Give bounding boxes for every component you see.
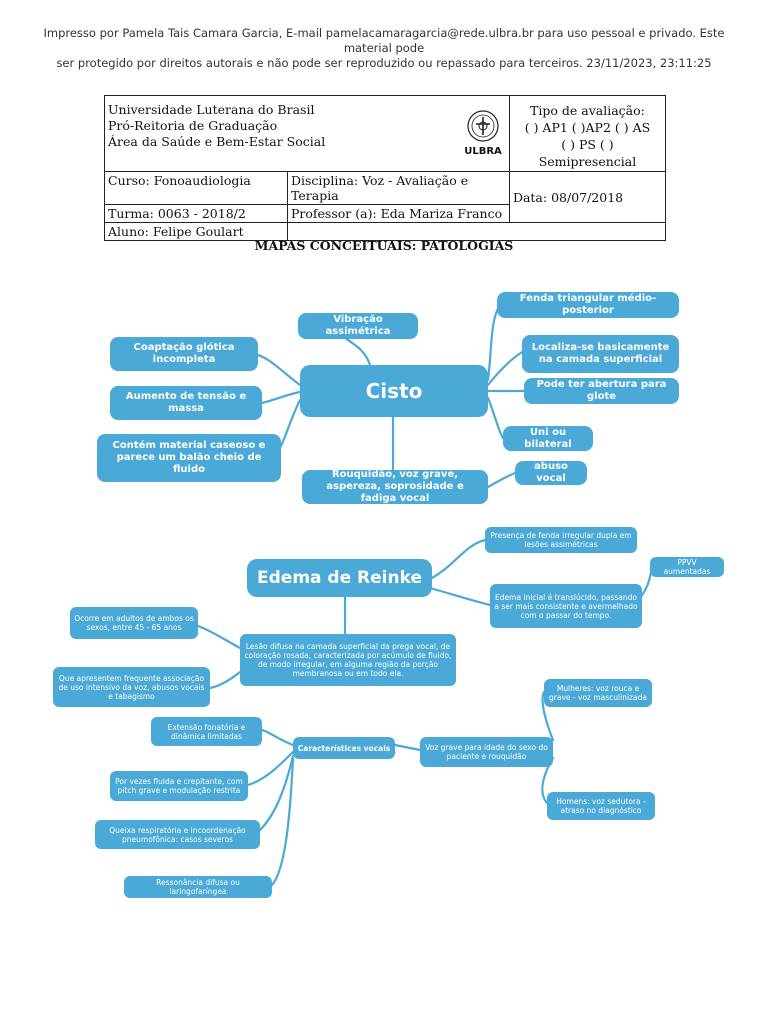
edema-central-node: Edema de Reinke <box>247 559 432 597</box>
notice-line-1: Impresso por Pamela Tais Camara Garcia, … <box>43 26 725 55</box>
evaluation-options-2: ( ) PS ( ) Semipresencial <box>538 137 637 169</box>
discipline-cell: Disciplina: Voz - Avaliação e Terapia <box>287 171 510 205</box>
edema-fenda-dupla-node: Presença de fenda irregular dupla em les… <box>485 527 637 553</box>
edema-ressonancia-node: Ressonância difusa ou laringofaríngea <box>124 876 272 898</box>
course-cell: Curso: Fonoaudiologia <box>104 171 288 205</box>
date-cell: Data: 08/07/2018 <box>508 171 667 223</box>
edema-queixa-node: Queixa respiratória e incoordenação pneu… <box>95 820 260 849</box>
empty-cell <box>287 222 666 241</box>
cisto-fenda-node: Fenda triangular médio-posterior <box>497 292 679 318</box>
university-name: Universidade Luterana do Brasil <box>108 102 315 117</box>
cisto-tensao-node: Aumento de tensão e massa <box>110 386 262 420</box>
prorectory-name: Pró-Reitoria de Graduação <box>108 118 278 133</box>
copyright-notice: Impresso por Pamela Tais Camara Garcia, … <box>20 26 748 71</box>
edema-homens-node: Homens: voz sedutora - atraso no diagnós… <box>547 792 655 820</box>
evaluation-options-1: ( ) AP1 ( )AP2 ( ) AS <box>524 120 651 135</box>
area-name: Área da Saúde e Bem-Estar Social <box>108 134 326 149</box>
evaluation-title: Tipo de avaliação: <box>530 103 645 118</box>
class-cell: Turma: 0063 - 2018/2 <box>104 204 288 223</box>
edema-inicial-node: Edema inicial é translúcido, passando a … <box>490 584 642 628</box>
cisto-localiza-node: Localiza-se basicamente na camada superf… <box>522 335 679 373</box>
logo-cell: ULBRA <box>456 95 510 172</box>
edema-mulheres-node: Mulheres: voz rouca e grave - voz mascul… <box>544 679 652 707</box>
edema-extensao-node: Extensão fonatória e dinâmica limitadas <box>151 717 262 746</box>
cisto-abuso-node: abuso vocal <box>515 461 587 485</box>
edema-adultos-node: Ocorre em adultos de ambos os sexos, ent… <box>70 607 198 639</box>
document-title: MAPAS CONCEITUAIS: PATOLOGIAS <box>254 238 514 253</box>
evaluation-type-cell: Tipo de avaliação: ( ) AP1 ( )AP2 ( ) AS… <box>508 95 667 172</box>
cisto-vibracao-node: Vibração assimétrica <box>298 313 418 339</box>
cisto-caseoso-node: Contém material caseoso e parece um balã… <box>97 434 281 482</box>
edema-caracteristicas-node: Características vocais <box>293 737 395 759</box>
cisto-rouquidao-node: Rouquidão, voz grave, aspereza, soprosid… <box>302 469 488 504</box>
cisto-uni-node: Uni ou bilateral <box>503 426 593 451</box>
logo-text: ULBRA <box>464 146 502 156</box>
cisto-coaptacao-node: Coaptação glótica incompleta <box>110 337 258 371</box>
cisto-abertura-node: Pode ter abertura para glote <box>524 378 679 404</box>
cisto-central-node: Cisto <box>300 365 488 417</box>
notice-line-2: ser protegido por direitos autorais e nã… <box>56 56 712 70</box>
edema-voz-grave-node: Voz grave para idade do sexo do paciente… <box>420 737 553 767</box>
student-cell: Aluno: Felipe Goulart <box>104 222 288 241</box>
edema-associacao-node: Que apresentem frequente associação de u… <box>53 667 210 707</box>
university-cell: Universidade Luterana do Brasil Pró-Reit… <box>103 95 457 172</box>
edema-ppvv-node: PPVV aumentadas <box>650 557 724 577</box>
header-table: Universidade Luterana do Brasil Pró-Reit… <box>103 95 667 241</box>
edema-lesao-node: Lesão difusa na camada superficial da pr… <box>240 634 456 686</box>
edema-fluida-node: Por vezes fluida e crepitante, com pitch… <box>110 771 248 801</box>
ulbra-logo-icon: ULBRA <box>464 110 502 157</box>
